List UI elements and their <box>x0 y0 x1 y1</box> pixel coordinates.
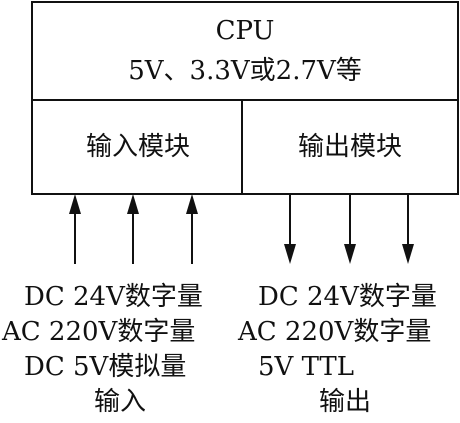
cpu-title: CPU <box>215 16 275 46</box>
output-caption: 输出 <box>318 387 372 417</box>
input-signal-ac220v: AC 220V数字量 <box>2 317 196 347</box>
output-arrow-2-head <box>344 244 356 264</box>
output-signal-ac220v: AC 220V数字量 <box>238 317 432 347</box>
output-arrows <box>284 194 414 264</box>
input-signal-dc5v: DC 5V模拟量 <box>24 352 187 382</box>
output-arrow-1-head <box>284 244 296 264</box>
input-arrow-1-head <box>69 194 81 214</box>
output-arrow-3-head <box>402 244 414 264</box>
input-signal-dc24v: DC 24V数字量 <box>24 282 203 312</box>
cpu-voltage-label: 5V、3.3V或2.7V等 <box>128 56 362 86</box>
input-arrows <box>69 194 198 264</box>
input-module-label: 输入模块 <box>85 132 191 162</box>
input-caption: 输入 <box>93 387 147 417</box>
output-module-label: 输出模块 <box>297 132 403 162</box>
cpu-outer-box <box>31 1 459 195</box>
input-arrow-3-head <box>186 194 198 214</box>
input-arrow-2-head <box>127 194 139 214</box>
output-signal-5v-ttl: 5V TTL <box>258 352 355 382</box>
output-signal-dc24v: DC 24V数字量 <box>258 282 437 312</box>
